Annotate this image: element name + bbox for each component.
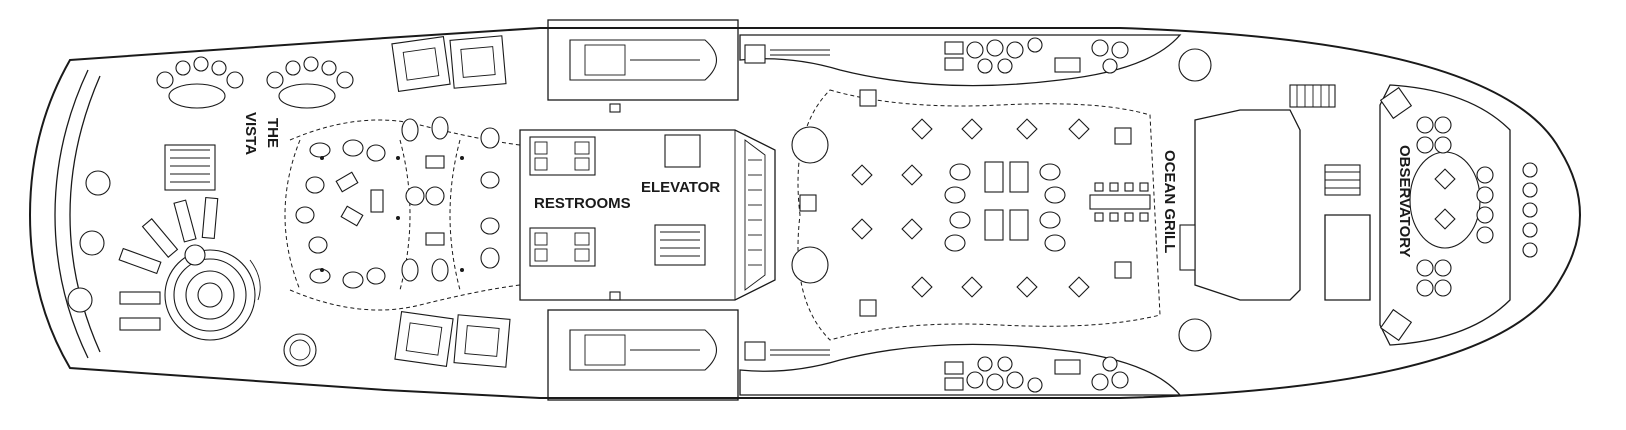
vista-column-starboard (184, 244, 206, 266)
promenade-seating-bottom (739, 318, 1212, 396)
sun-loungers (118, 196, 219, 331)
galley (1179, 84, 1371, 301)
lounge-seating (284, 116, 521, 311)
restrooms-label: RESTROOMS (534, 195, 631, 212)
observatory-label: OBSERVATORY (1396, 145, 1413, 258)
davits-top (391, 35, 507, 93)
promenade-seating-top (739, 34, 1212, 87)
tender-boat-bottom (547, 291, 739, 401)
pool-deck-lounges-top (156, 56, 354, 109)
stairwell-aft (164, 144, 216, 191)
elevator-label: ELEVATOR (641, 179, 720, 196)
davits-bottom (394, 310, 511, 368)
drain-grate (283, 333, 317, 367)
hull-outline (28, 27, 1581, 399)
restrooms-elevator-core: RESTROOMS ELEVATOR (519, 129, 776, 301)
spiral-staircase-platform (164, 249, 261, 341)
tender-boat-top (547, 19, 739, 113)
ocean-grill-label: OCEAN GRILL (1161, 150, 1178, 253)
vista-label-line1: THE (264, 118, 281, 148)
vista-area: THE VISTA (67, 56, 354, 367)
grill-dining-tables (799, 89, 1151, 317)
port-side-columns (67, 170, 111, 313)
observatory-area: OBSERVATORY (1379, 84, 1538, 346)
vista-label-line2: VISTA (242, 112, 259, 155)
ocean-grill-area: OCEAN GRILL (791, 84, 1371, 341)
